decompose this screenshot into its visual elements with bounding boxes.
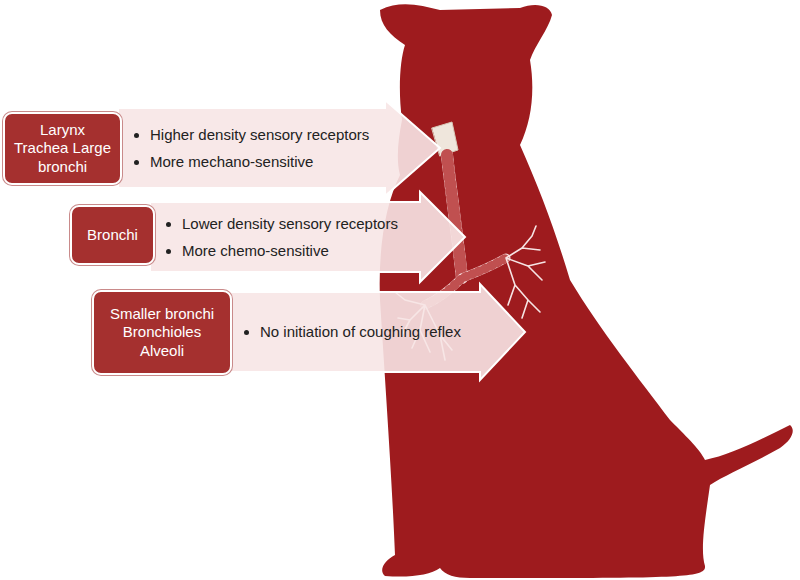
trachea	[447, 155, 462, 278]
arrow-outline	[228, 284, 525, 380]
arrow-shape	[150, 192, 465, 282]
region-label-box: Larynx Trachea Large bronchi	[3, 112, 122, 185]
arrow-outline	[118, 100, 440, 196]
bullet-list: Lower density sensory receptorsMore chem…	[164, 215, 398, 260]
bullet-list: No initiation of coughing reflex	[242, 323, 461, 341]
bullet-text: No initiation of coughing reflex	[260, 323, 461, 341]
region-name: Smaller bronchi Bronchioles Alveoli	[102, 305, 222, 360]
bullet-text: Lower density sensory receptors	[182, 215, 398, 233]
region-label-box: Bronchi	[70, 205, 155, 265]
arrow-shape	[118, 100, 440, 196]
trachea-rings	[447, 155, 462, 278]
arrow-outline	[150, 192, 465, 282]
bullet-text: More chemo-sensitive	[182, 242, 398, 260]
region-label-box: Smaller bronchi Bronchioles Alveoli	[92, 290, 232, 375]
receptor-arrow: No initiation of coughing reflex	[228, 284, 525, 380]
bronchiole-branch	[506, 226, 545, 318]
receptor-arrow: Higher density sensory receptorsMore mec…	[118, 100, 440, 196]
receptor-arrow: Lower density sensory receptorsMore chem…	[150, 192, 465, 282]
bullet-text: More mechano-sensitive	[150, 153, 369, 171]
bullet-list: Higher density sensory receptorsMore mec…	[132, 126, 369, 171]
region-name: Larynx Trachea Large bronchi	[13, 121, 112, 176]
region-name: Bronchi	[87, 226, 138, 244]
bullet-text: Higher density sensory receptors	[150, 126, 369, 144]
